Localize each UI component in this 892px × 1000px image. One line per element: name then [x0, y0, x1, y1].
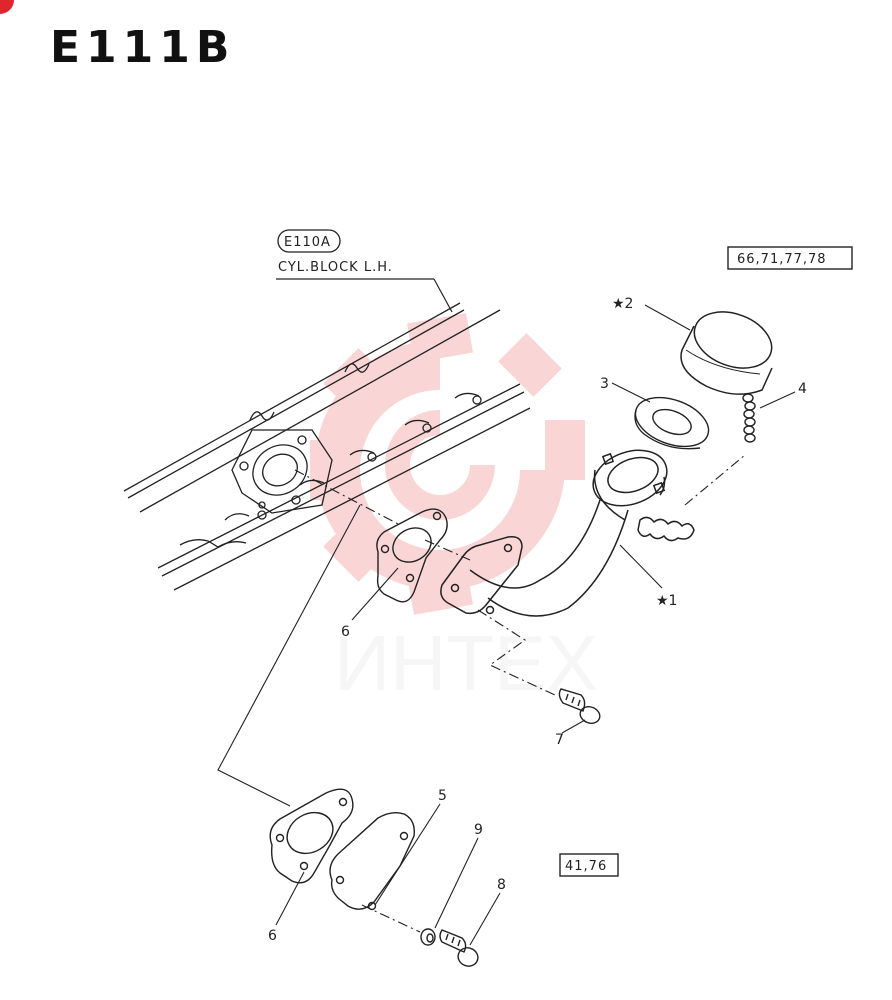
seal-ring: [634, 396, 710, 450]
filler-cap: [680, 311, 773, 395]
reference-block-callout: E110A CYL.BLOCK L.H.: [276, 229, 453, 313]
page-ref-1-text: 66,71,77,78: [737, 252, 827, 267]
oil-filler-pipe: [440, 449, 695, 617]
callout-number-8: 8: [497, 877, 506, 893]
bolt-lower: [439, 929, 479, 967]
cylinder-block: [123, 302, 531, 591]
watermark-text: ИНТЕХ: [334, 619, 598, 707]
callout-number-5: 5: [438, 788, 447, 804]
callout-number-9: 9: [474, 822, 483, 838]
page-ref-box-2: 41,76: [559, 853, 619, 877]
callout-number-3: 3: [600, 376, 609, 392]
page-ref-box-1: 66,71,77,78: [727, 246, 853, 270]
callout-leaders: [275, 304, 796, 946]
reference-description: CYL.BLOCK L.H.: [278, 260, 393, 275]
callout-number-6-lower: 6: [268, 928, 277, 944]
watermark-gear-logo-icon: [310, 313, 585, 615]
callout-number-6-upper: 6: [341, 624, 350, 640]
callout-number-7: 7: [555, 732, 564, 748]
gasket-upper: [376, 508, 448, 603]
cap-chain: [742, 393, 756, 443]
cover-plate: [329, 811, 415, 911]
page-title: E111B: [50, 22, 236, 73]
watermark: ИНТЕХ: [310, 313, 598, 707]
callout-number-1: ★1: [656, 593, 677, 609]
callout-number-2: ★2: [612, 296, 633, 312]
washer: [420, 928, 436, 946]
bolt-upper: [558, 688, 601, 724]
gasket-lower: [269, 788, 354, 884]
callout-number-4: 4: [798, 381, 807, 397]
page-ref-2-text: 41,76: [565, 859, 607, 874]
reference-code: E110A: [284, 235, 331, 250]
